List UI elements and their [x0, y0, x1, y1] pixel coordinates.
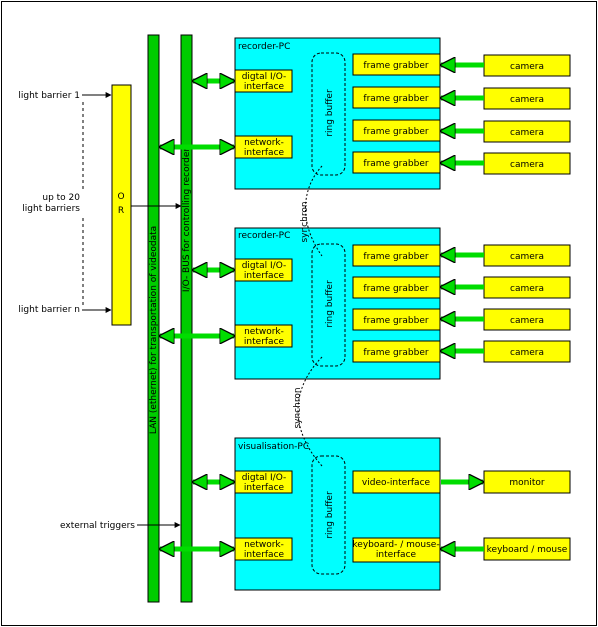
visualisation-pc-title: visualisation-PC — [238, 442, 309, 452]
pc2-fg-1-label: frame grabber — [363, 252, 428, 262]
pc2-io-label-2: interface — [244, 271, 285, 281]
or-letter-o: O — [117, 192, 124, 202]
pc1-net-label-1: network- — [244, 138, 284, 148]
pc1-camera-3-label: camera — [510, 128, 544, 138]
monitor-label: monitor — [509, 478, 545, 488]
pc2-io-label-1: digtal I/O- — [242, 261, 287, 271]
pc2-net-label-1: network- — [244, 327, 284, 337]
pc1-camera-1-label: camera — [510, 62, 544, 72]
camera-arrows — [441, 65, 484, 549]
pc1-fg-2-label: frame grabber — [363, 94, 428, 104]
pc3-io-label-2: interface — [244, 483, 285, 493]
pc2-fg-2-label: frame grabber — [363, 284, 428, 294]
lan-bus — [147, 34, 160, 603]
ring-buffer-2-label: ring buffer — [325, 280, 335, 328]
pc1-camera-4-label: camera — [510, 160, 544, 170]
keyboard-mouse-interface — [352, 537, 441, 563]
pc1-camera-2-label: camera — [510, 95, 544, 105]
video-interface — [352, 470, 441, 494]
pc2-camera-2-label: camera — [510, 284, 544, 294]
pc2-net-label-2: interface — [244, 337, 285, 347]
external-triggers-label: external triggers — [60, 521, 135, 531]
ring-buffer-1-label: ring buffer — [325, 89, 335, 137]
bus-arrows — [160, 81, 234, 549]
pc2-fg-4-label: frame grabber — [363, 348, 428, 358]
pc2-camera-3-label: camera — [510, 316, 544, 326]
pc3-net-label-1: network- — [244, 540, 284, 550]
recorder-pc-1-title: recorder-PC — [238, 42, 290, 52]
pc2-camera-4-label: camera — [510, 348, 544, 358]
pc1-fg-1-label: frame grabber — [363, 61, 428, 71]
light-barrier-1-label: light barrier 1 — [18, 91, 80, 101]
kbd-interface-label-1: keyboard- / mouse- — [352, 540, 439, 550]
light-barrier-n-label: light barrier n — [18, 305, 80, 315]
pc1-net-label-2: interface — [244, 148, 285, 158]
pc3-io-label-1: digtal I/O- — [242, 473, 287, 483]
ring-buffer-1 — [311, 52, 346, 176]
pc1-io-label-2: interface — [244, 82, 285, 92]
or-letter-r: R — [118, 206, 124, 216]
visualisation-pc-box — [234, 437, 441, 591]
or-gate — [111, 84, 132, 326]
lan-bus-label: LAN (ethernet) for transportation of vid… — [149, 226, 159, 434]
ring-buffer-3-label: ring buffer — [325, 491, 335, 539]
pc1-fg-3-label: frame grabber — [363, 127, 428, 137]
pc3-net-label-2: interface — [244, 550, 285, 560]
keyboard-mouse-label: keyboard / mouse — [487, 545, 568, 555]
kbd-interface-label-2: interface — [376, 550, 417, 560]
synchron-label-2: synchron — [293, 387, 303, 428]
pc2-camera-1-label: camera — [510, 252, 544, 262]
ring-buffer-2 — [311, 243, 346, 367]
video-interface-label: video-interface — [362, 478, 431, 488]
pc1-fg-4-label: frame grabber — [363, 159, 428, 169]
up-to-20-label-2: light barriers — [22, 204, 80, 214]
pc2-fg-3-label: frame grabber — [363, 316, 428, 326]
synchron-label-1: synchron — [300, 201, 310, 242]
io-bus-label: I/O- BUS for controlling recorder — [182, 148, 192, 292]
recorder-pc-2-title: recorder-PC — [238, 231, 290, 241]
ring-buffer-3 — [311, 455, 346, 575]
synchron-path-1 — [305, 165, 323, 257]
pc1-io-label-1: digtal I/O- — [242, 72, 287, 82]
up-to-20-label-1: up to 20 — [42, 193, 80, 203]
io-bus — [180, 34, 193, 603]
